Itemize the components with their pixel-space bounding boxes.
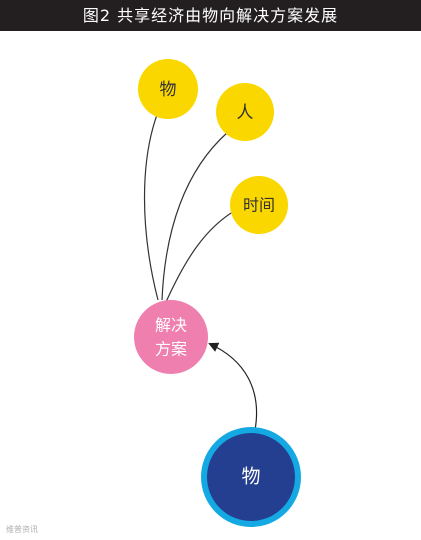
hub-node-solution: 解决 方案 [134,300,208,374]
development-diagram: 物 人 时间 解决 方案 物 [134,59,301,527]
connector-hub-to-wu [143,111,159,301]
connector-hub-to-ren [161,131,229,301]
source-node-wu: 物 [201,427,301,527]
leaf-node-shijian: 时间 [230,176,288,234]
leaf-label-shijian: 时间 [243,196,275,215]
arrow-source-to-hub [208,342,258,431]
hub-label-line1: 解决 [155,316,187,335]
leaf-label-wu: 物 [160,80,177,100]
leaf-label-ren: 人 [237,103,254,123]
leaf-node-wu: 物 [138,59,198,119]
hub-label-line2: 方案 [155,340,187,359]
leaf-node-ren: 人 [216,83,274,141]
figure-title: 图2 共享经济由物向解决方案发展 [0,0,421,31]
source-label-wu: 物 [241,466,260,488]
connector-hub-to-shijian [165,209,237,303]
watermark: 维普资讯 [6,525,38,534]
